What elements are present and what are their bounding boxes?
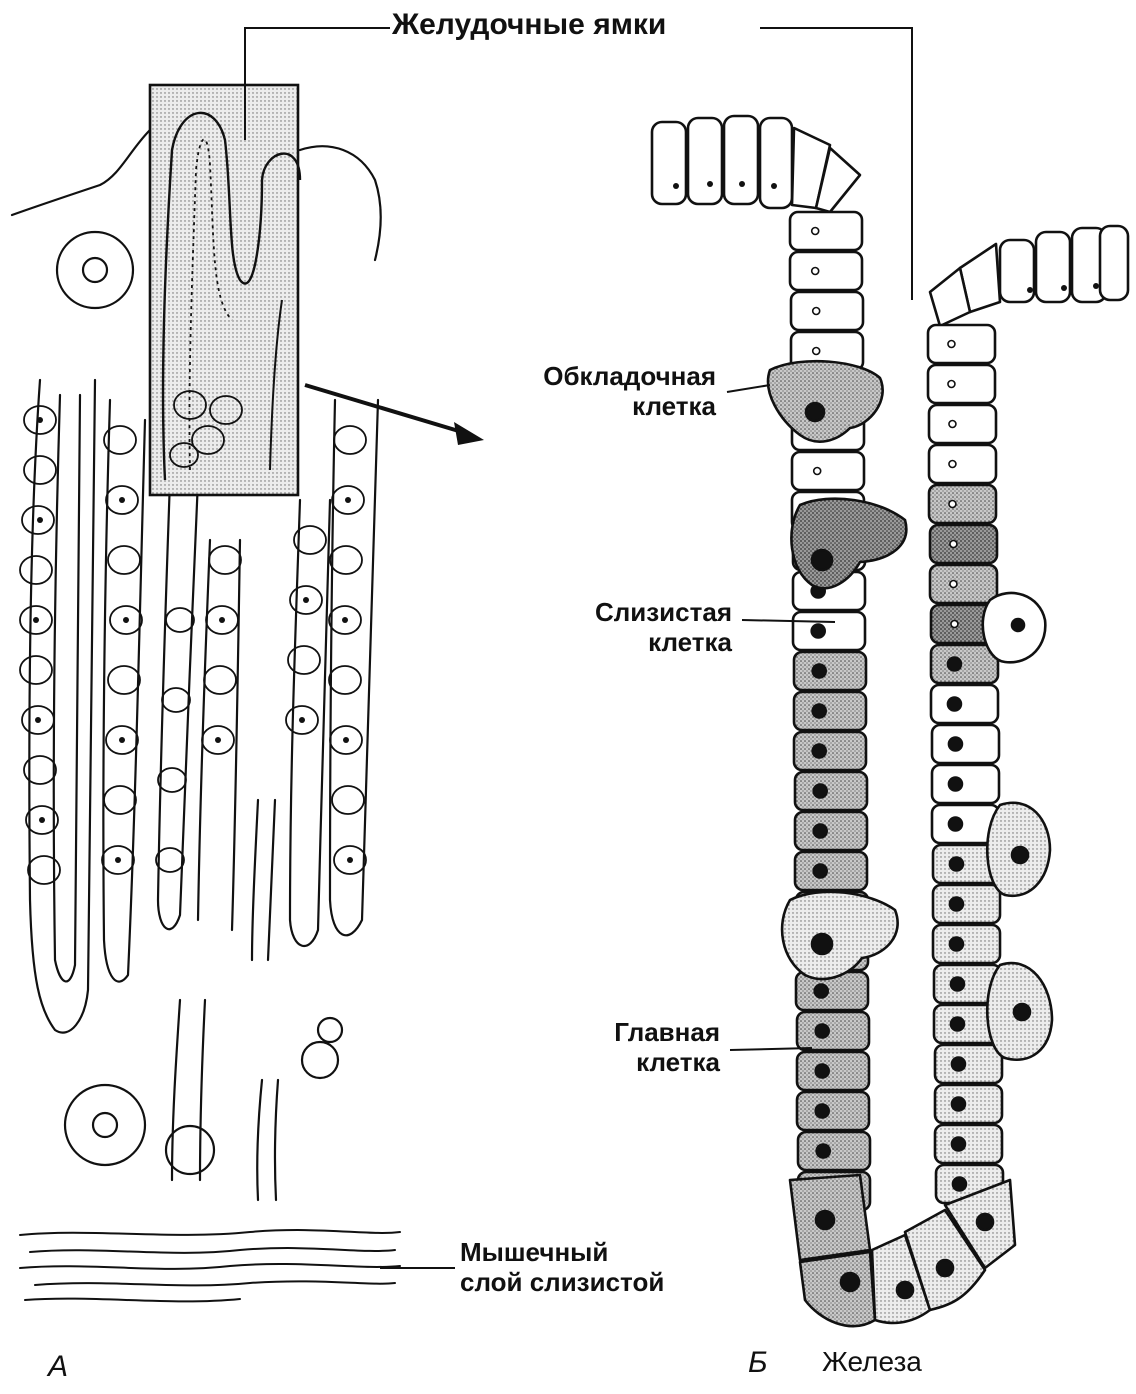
cell-nucleus [950,581,957,588]
gland-cell [793,612,865,650]
cell-nucleus [813,784,827,798]
gland-cell [797,1052,869,1090]
chief-cell-label: Главная клетка [560,1018,720,1078]
cell-nucleus [949,937,963,951]
cell-nucleus [948,341,955,348]
muscular-layer-label-line1: Мышечный [460,1238,664,1268]
gland-cell [935,1085,1002,1123]
gland-cell [933,885,1000,923]
cell-nucleus [812,228,819,235]
gland-cell [931,645,998,683]
gland-cell [790,212,862,250]
cell-nucleus [949,461,956,468]
gland-cell [929,405,996,443]
gland-cell [932,765,999,803]
gland-cell [795,812,867,850]
cell-nucleus [948,777,962,791]
gland-cell [790,252,862,290]
gland-cell [797,1012,869,1050]
gland-base-cells [790,1175,1015,1326]
gland-cell [935,1045,1002,1083]
cell-nucleus [813,308,820,315]
cell-nucleus [949,857,963,871]
cell-nucleus [813,864,827,878]
gland-cell [792,452,864,490]
gland-cell [931,685,998,723]
label-leader-lines [380,385,835,1268]
gland-right-wall [928,325,1003,1203]
gland-cell [794,652,866,690]
parietal-cell-2 [791,499,906,589]
cell-nucleus [812,268,819,275]
cell-nucleus [950,977,964,991]
gland-cell [798,1132,870,1170]
gland-cell [928,325,995,363]
cell-nucleus [814,984,828,998]
gland-cell [794,732,866,770]
mucous-cell-label-line1: Слизистая [540,598,732,628]
gastric-pits-label: Желудочные ямки [392,8,666,43]
muscular-layer-label-line2: слой слизистой [460,1268,664,1298]
cell-nucleus [951,1097,965,1111]
gland-cell [929,445,996,483]
gland-cell [935,1125,1002,1163]
cell-nucleus [812,744,826,758]
cell-nucleus [947,657,961,671]
cell-nucleus [951,1137,965,1151]
cell-nucleus [813,348,820,355]
gland-cell [795,852,867,890]
parietal-cell-label: Обкладочная клетка [484,362,716,422]
cell-nucleus [816,1144,830,1158]
gland-label: Железа [822,1346,922,1378]
cell-nucleus [951,1057,965,1071]
gland-cell [794,692,866,730]
panel-b-gland [652,116,1128,1326]
cell-nucleus [811,624,825,638]
cell-nucleus [952,1177,966,1191]
chief-cell-label-line1: Главная [560,1018,720,1048]
cell-nucleus [814,468,821,475]
cell-nucleus [948,737,962,751]
cell-nucleus [948,381,955,388]
cell-nucleus [950,541,957,548]
magnify-arrow [305,385,484,445]
cell-nucleus [812,664,826,678]
panel-a-letter: А [48,1350,68,1385]
gland-cell [929,485,996,523]
gastric-pit-highlight-box [150,85,300,495]
panel-b-letter: Б [748,1346,768,1381]
cell-nucleus [815,1104,829,1118]
cell-nucleus [948,817,962,831]
cell-nucleus [813,824,827,838]
cell-nucleus [950,1017,964,1031]
gland-cell [795,772,867,810]
parietal-cell-3 [782,892,898,979]
parietal-cell-1 [768,361,883,442]
gland-cell [928,365,995,403]
cell-nucleus [947,697,961,711]
gland-cell [932,725,999,763]
parietal-cell-label-line2: клетка [484,392,716,422]
gland-cell [930,525,997,563]
gland-cell [797,1092,869,1130]
surface-cells-left [652,116,860,212]
cell-nucleus [949,897,963,911]
parietal-cell-label-line1: Обкладочная [484,362,716,392]
cell-nucleus [815,1024,829,1038]
cell-nucleus [949,421,956,428]
cell-nucleus [949,501,956,508]
muscular-layer-label: Мышечный слой слизистой [460,1238,664,1298]
gland-cell [933,925,1000,963]
gland-cell [791,292,863,330]
cell-nucleus [812,704,826,718]
chief-cell-label-line2: клетка [560,1048,720,1078]
mucous-cell-label: Слизистая клетка [540,598,732,658]
mucous-cell-label-line2: клетка [540,628,732,658]
gland-cell [930,565,997,603]
cell-nucleus [951,621,958,628]
cell-nucleus [815,1064,829,1078]
